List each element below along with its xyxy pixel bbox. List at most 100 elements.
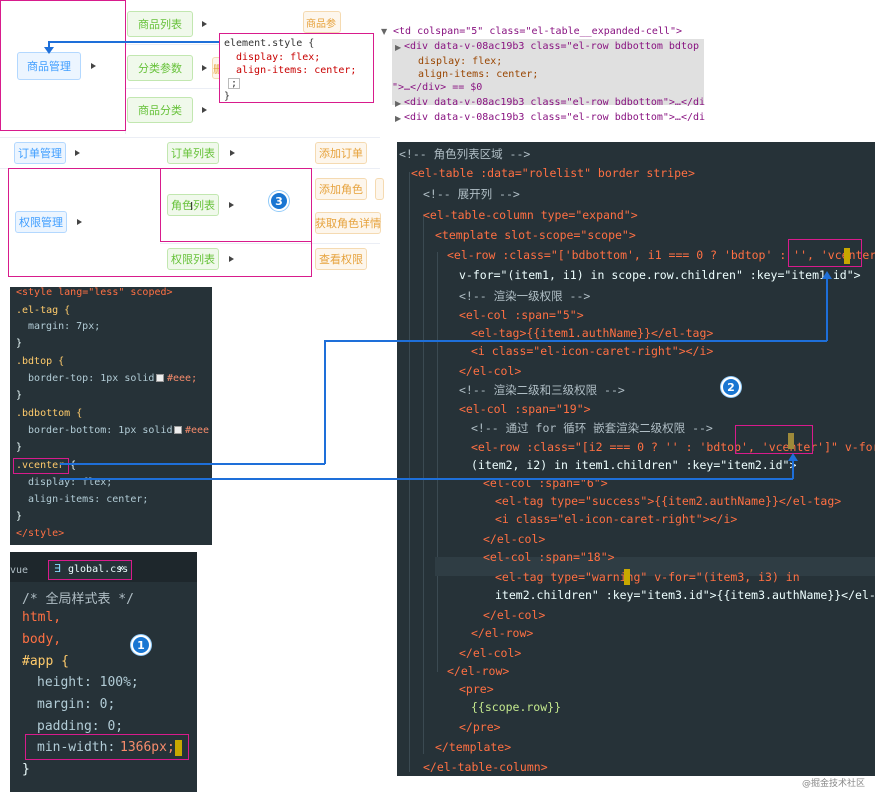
template-code-panel: <!-- 角色列表区域 --><el-table :data="rolelist… <box>397 142 875 776</box>
expand-arrow-icon[interactable]: ▶ <box>395 99 402 108</box>
code-line: border-top: 1px solid <box>28 373 155 384</box>
tag-perm-manage[interactable]: 权限管理 <box>15 211 67 233</box>
divider <box>0 137 380 138</box>
tag-add-order[interactable]: 添加订单 <box>315 142 367 164</box>
code-line: <el-table-column type="expand"> <box>423 208 638 222</box>
tab-partial[interactable]: vue <box>10 565 29 576</box>
code-line: <!-- 通过 for 循环 嵌套渲染二级权限 --> <box>471 421 713 435</box>
caret-right-icon <box>202 107 207 113</box>
dom-node-row[interactable]: <div data-v-08ac19b3 class="el-row bdbot… <box>404 112 706 123</box>
code-line: .bdtop { <box>16 356 65 367</box>
code-line: #app { <box>22 654 69 669</box>
tab-global-css[interactable] <box>48 560 132 580</box>
highlight-box <box>160 168 312 242</box>
code-line: item2.children" :key="item3.id">{{item3.… <box>495 588 875 602</box>
highlight-box <box>13 458 69 474</box>
style-prop-align[interactable]: align-items: center; <box>236 65 357 76</box>
tag-perm-list[interactable]: 权限列表 <box>167 248 219 270</box>
code-line: <el-tag>{{item1.authName}}</el-tag> <box>471 326 714 340</box>
dom-node-row-selected[interactable]: <div data-v-08ac19b3 class="el-row bdbot… <box>404 41 700 52</box>
text-cursor <box>788 433 794 449</box>
code-line: margin: 7px; <box>28 321 101 332</box>
text-cursor <box>844 248 850 264</box>
step-badge-2: 2 <box>721 377 741 397</box>
arrow-head-icon <box>788 453 798 461</box>
arrow-line <box>48 41 50 52</box>
tag-goods-manage[interactable]: 商品管理 <box>17 52 81 80</box>
style-prop-display[interactable]: display: flex; <box>236 52 321 63</box>
code-line: <!-- 角色列表区域 --> <box>399 147 531 161</box>
arrow-line <box>324 340 326 464</box>
code-line: </el-col> <box>459 646 522 660</box>
tag-order-manage[interactable]: 订单管理 <box>14 142 66 164</box>
text-cursor <box>175 740 182 756</box>
code-line: </el-row> <box>447 664 510 678</box>
code-line: .el-tag { <box>16 305 71 316</box>
tag-goods-list[interactable]: 商品列表 <box>127 11 193 37</box>
close-icon[interactable]: × <box>118 563 125 574</box>
current-line-highlight <box>435 557 875 576</box>
tag-goods-partial[interactable]: 商品参 <box>303 11 341 33</box>
dom-node-row[interactable]: <div data-v-08ac19b3 class="el-row bdbot… <box>404 97 706 108</box>
element-style-popup: element.style { display: flex; align-ite… <box>219 33 374 103</box>
code-line: <!-- 渲染一级权限 --> <box>459 289 591 303</box>
code-line: </el-col> <box>483 608 546 622</box>
expand-arrow-icon[interactable]: ▶ <box>395 114 402 123</box>
color-swatch-icon[interactable] <box>156 374 164 382</box>
arrow-line <box>792 460 794 479</box>
tag-get-role-detail[interactable]: 获取角色详情 <box>315 212 381 234</box>
tag-order-list[interactable]: 订单列表 <box>167 142 219 164</box>
highlight-box <box>0 0 126 131</box>
code-value: 1366px; <box>120 740 175 755</box>
tag-goods-category[interactable]: 商品分类 <box>127 97 193 123</box>
step-badge-3: 3 <box>269 191 289 211</box>
dom-style-display: display: flex; <box>418 56 503 67</box>
color-swatch-icon[interactable] <box>174 426 182 434</box>
caret-right-icon <box>230 150 235 156</box>
code-line: } <box>16 511 23 522</box>
indent-guide <box>409 172 410 772</box>
code-line: } <box>16 390 23 401</box>
code-line: <el-row :class="['bdbottom', i1 === 0 ? … <box>447 248 875 262</box>
code-comment: /* 全局样式表 */ <box>22 592 134 607</box>
highlight-box <box>25 734 189 760</box>
highlight-box <box>735 425 813 454</box>
code-line: } <box>16 338 23 349</box>
code-line: <el-col :span="18"> <box>483 550 615 564</box>
caret-right-icon <box>75 150 80 156</box>
selected-node-highlight[interactable] <box>392 39 704 105</box>
expand-arrow-icon[interactable]: ▼ <box>381 27 388 36</box>
code-line: } <box>16 442 23 453</box>
style-new-prop-input[interactable]: ; <box>228 78 241 89</box>
tag-add-role[interactable]: 添加角色 <box>315 178 367 200</box>
indent-guide <box>423 214 424 754</box>
code-line: #eee; <box>167 373 198 384</box>
tag-category-params[interactable]: 分类参数 <box>127 55 193 81</box>
text-cursor <box>624 569 630 585</box>
dom-style-align: align-items: center; <box>418 69 539 80</box>
code-line: align-items: center; <box>28 494 149 505</box>
divider <box>125 88 225 89</box>
tag-partial[interactable] <box>375 178 384 200</box>
tag-view-perm[interactable]: 查看权限 <box>315 248 367 270</box>
code-line: display: flex; <box>28 477 113 488</box>
code-line-vcenter: .vcenter <box>16 460 65 471</box>
cursor-icon: I <box>190 200 194 213</box>
code-line: html, <box>22 610 62 625</box>
expand-arrow-icon[interactable]: ▶ <box>395 43 402 52</box>
code-line: padding: 0; <box>37 719 124 734</box>
highlight-box <box>788 239 862 267</box>
watermark: @掘金技术社区 <box>802 779 866 789</box>
code-line: <template slot-scope="scope"> <box>435 228 636 242</box>
tag-role-list[interactable]: 角色列表 <box>167 194 219 216</box>
code-line: { <box>70 460 77 471</box>
code-line: <i class="el-icon-caret-right"></i> <box>471 344 714 358</box>
code-line: #eee <box>185 425 210 436</box>
code-line: {{scope.row}} <box>471 700 562 714</box>
code-line: margin: 0; <box>37 697 116 712</box>
dom-node-td[interactable]: <td colspan="5" class="el-table__expande… <box>393 26 682 37</box>
code-line: height: 100%; <box>37 675 139 690</box>
code-line: </el-row> <box>471 626 534 640</box>
code-line: } <box>22 762 30 777</box>
code-line: border-bottom: 1px solid <box>28 425 173 436</box>
